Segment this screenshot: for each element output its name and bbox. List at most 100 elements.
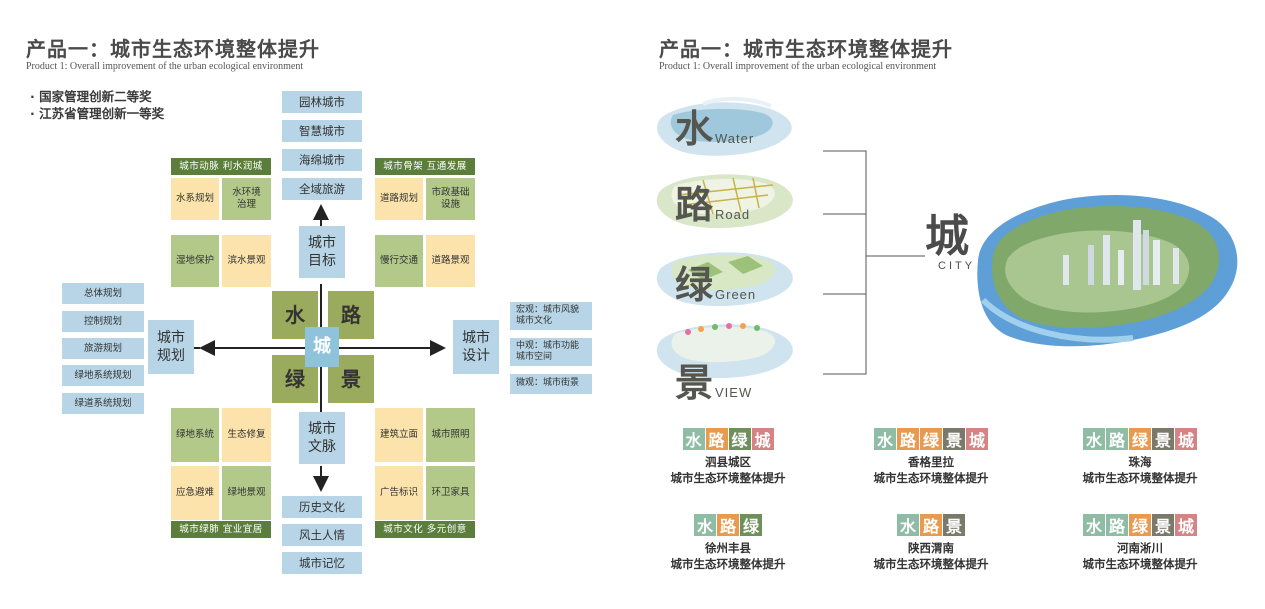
green-cell: 绿地景观 [222, 466, 271, 520]
context-item: 城市记忆 [282, 552, 362, 574]
project-tag: 绿 [920, 428, 942, 450]
road-cell: 道路规划 [375, 178, 423, 220]
hub-right-design: 城市 设计 [453, 320, 499, 374]
project-tag: 路 [705, 428, 728, 450]
quadrant-header-water: 城市动脉 利水润城 [171, 158, 271, 175]
project-card: 水路绿城 泗县城区 城市生态环境整体提升 [633, 428, 823, 486]
page-subtitle: Product 1: Overall improvement of the ur… [659, 61, 937, 72]
page-title: 产品一：城市生态环境整体提升 [26, 37, 320, 61]
tag-row: 水路绿 [633, 514, 823, 536]
layer-cn: 绿 [675, 262, 714, 307]
project-tag: 城 [1175, 428, 1197, 450]
project-place: 河南淅川 [1117, 541, 1163, 555]
award-item: · 江苏省管理创新一等奖 [30, 106, 165, 121]
project-desc: 城市生态环境整体提升 [1082, 471, 1198, 485]
scene-cell: 广告标识 [375, 466, 423, 520]
water-cell: 湿地保护 [171, 235, 219, 287]
road-cell: 市政基础 设施 [426, 178, 475, 220]
planning-item: 旅游规划 [62, 338, 144, 359]
scene-cell: 城市照明 [426, 408, 475, 462]
awards-list: · 国家管理创新二等奖 · 江苏省管理创新一等奖 [30, 88, 164, 122]
project-card: 水路绿景城 河南淅川 城市生态环境整体提升 [1045, 514, 1235, 572]
project-tag: 路 [717, 514, 739, 536]
quadrant-footer-scene: 城市文化 多元创意 [375, 521, 475, 538]
layer-view: 景 VIEW [675, 364, 752, 402]
context-item: 风土人情 [282, 524, 362, 546]
goal-item: 海绵城市 [282, 149, 362, 171]
hub-top-goal: 城市 目标 [299, 226, 345, 278]
left-page: 产品一：城市生态环境整体提升 Product 1: Overall improv… [0, 0, 632, 609]
tag-row: 水路绿景城 [1045, 428, 1235, 450]
project-tag: 水 [694, 514, 716, 536]
project-tag: 水 [1083, 428, 1105, 450]
project-tag: 景 [943, 514, 965, 536]
design-item: 微观：城市街景 [510, 374, 592, 394]
layer-road: 路 Road [675, 186, 750, 224]
project-tag: 路 [1106, 514, 1128, 536]
project-tag: 景 [1152, 428, 1174, 450]
project-desc: 城市生态环境整体提升 [873, 471, 989, 485]
layer-cn: 景 [675, 360, 714, 405]
award-item: · 国家管理创新二等奖 [30, 89, 152, 104]
project-tag: 绿 [728, 428, 751, 450]
project-tag: 绿 [740, 514, 762, 536]
design-item: 宏观：城市风貌 城市文化 [510, 302, 592, 330]
layer-cn: 水 [675, 106, 714, 151]
project-place: 香格里拉 [908, 455, 954, 469]
tag-row: 水路绿景城 [836, 428, 1026, 450]
page-subtitle: Product 1: Overall improvement of the ur… [26, 61, 304, 72]
city-label-cn: 城 [925, 211, 969, 262]
project-tag: 景 [943, 428, 965, 450]
project-place: 珠海 [1128, 455, 1152, 469]
quadrant-header-road: 城市骨架 互通发展 [375, 158, 475, 175]
project-tag: 路 [920, 514, 942, 536]
planning-item: 绿地系统规划 [62, 365, 144, 386]
quadrant-footer-green: 城市绿肺 宜业宜居 [171, 521, 271, 538]
project-card: 水路绿 徐州丰县 城市生态环境整体提升 [633, 514, 823, 572]
planning-item: 控制规划 [62, 311, 144, 332]
project-tag: 城 [966, 428, 988, 450]
layer-green: 绿 Green [675, 266, 756, 304]
context-item: 历史文化 [282, 496, 362, 518]
scene-cell: 建筑立面 [375, 408, 423, 462]
project-tag: 路 [1106, 428, 1128, 450]
layer-en: VIEW [715, 385, 753, 400]
layer-en: Green [715, 287, 757, 302]
water-cell: 水环境 治理 [222, 178, 271, 220]
project-tag: 城 [1175, 514, 1197, 536]
layer-water: 水 Water [675, 110, 754, 148]
hub-left-planning: 城市 规划 [148, 320, 194, 374]
water-cell: 水系规划 [171, 178, 219, 220]
project-card: 水路景 陕西渭南 城市生态环境整体提升 [836, 514, 1026, 572]
layer-en: Water [715, 131, 755, 146]
goal-item: 全域旅游 [282, 178, 362, 200]
project-card: 水路绿景城 香格里拉 城市生态环境整体提升 [836, 428, 1026, 486]
project-place: 泗县城区 [705, 455, 751, 469]
project-tag: 绿 [1129, 428, 1151, 450]
project-tag: 城 [751, 428, 774, 450]
road-cell: 慢行交通 [375, 235, 423, 287]
design-item: 中观：城市功能 城市空间 [510, 338, 592, 366]
layer-cn: 路 [675, 182, 714, 227]
green-cell: 绿地系统 [171, 408, 219, 462]
project-card: 水路绿景城 珠海 城市生态环境整体提升 [1045, 428, 1235, 486]
page-title: 产品一：城市生态环境整体提升 [659, 37, 953, 61]
planning-item: 总体规划 [62, 283, 144, 304]
planning-item: 绿道系统规划 [62, 393, 144, 414]
right-page: 产品一：城市生态环境整体提升 Product 1: Overall improv… [633, 0, 1265, 609]
project-tag: 绿 [1129, 514, 1151, 536]
project-tag: 水 [897, 514, 919, 536]
green-cell: 生态修复 [222, 408, 271, 462]
project-tag: 水 [682, 428, 705, 450]
project-place: 陕西渭南 [908, 541, 954, 555]
project-desc: 城市生态环境整体提升 [670, 471, 786, 485]
goal-item: 智慧城市 [282, 120, 362, 142]
scene-cell: 环卫家具 [426, 466, 475, 520]
hub-center-city: 城 [305, 327, 339, 367]
project-tag: 景 [1152, 514, 1174, 536]
tag-row: 水路绿景城 [1045, 514, 1235, 536]
project-desc: 城市生态环境整体提升 [873, 557, 989, 571]
city-label-en: CITY [938, 260, 976, 272]
project-desc: 城市生态环境整体提升 [670, 557, 786, 571]
water-cell: 滨水景观 [222, 235, 271, 287]
